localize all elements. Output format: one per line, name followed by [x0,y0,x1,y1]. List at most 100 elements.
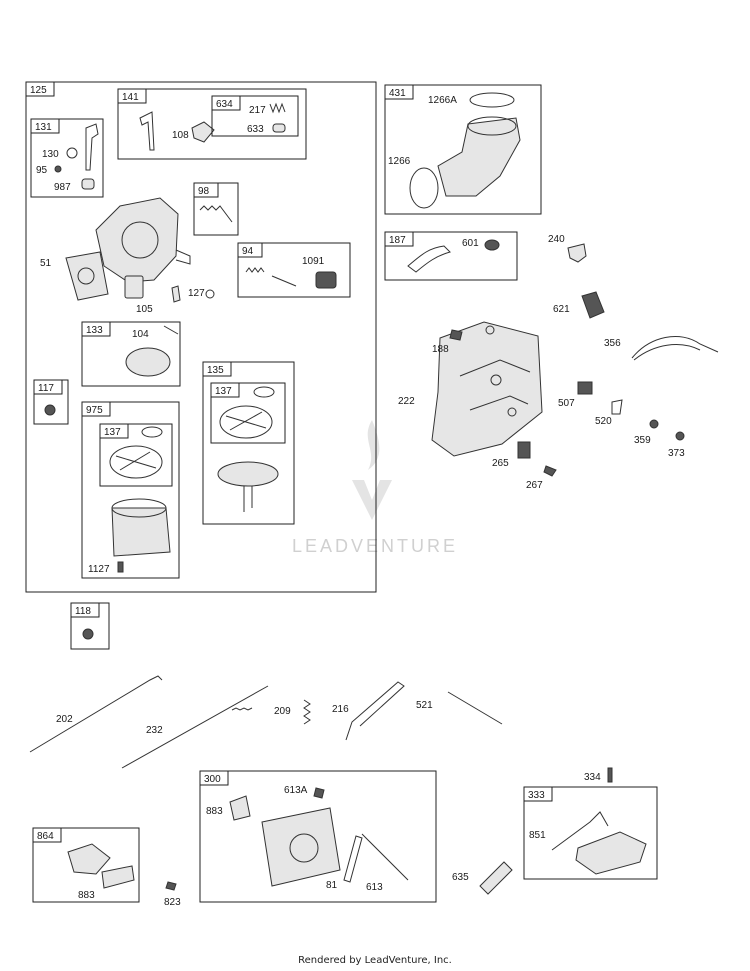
group-131[interactable]: 131 130 95 987 [30,118,104,198]
part-240[interactable] [567,243,587,263]
hose-187[interactable] [407,245,451,273]
group-634[interactable]: 634 217 633 [211,95,299,137]
gasket-108-part[interactable] [191,121,215,143]
screw-1127[interactable] [117,561,124,573]
label-851: 851 [529,830,546,841]
label-232: 232 [146,725,163,736]
part-105[interactable] [171,285,181,303]
group-117[interactable]: 117 [33,379,69,425]
wire-851[interactable] [551,811,609,851]
part-621[interactable] [581,291,605,319]
label-633: 633 [247,124,264,135]
label-240: 240 [548,234,565,245]
rod-232[interactable] [121,685,269,769]
clamp-601[interactable] [484,239,500,251]
group-125[interactable]: 125 [25,81,377,593]
plate-135[interactable] [217,461,279,487]
group-94[interactable]: 94 1091 [237,242,351,298]
bolt-334[interactable] [607,767,613,783]
needle-valve-part[interactable] [85,123,99,171]
part-520[interactable] [611,399,623,415]
spring-217-part[interactable] [269,102,286,114]
muffler-body[interactable] [261,807,341,887]
group-975[interactable]: 975 137 1127 [81,401,180,579]
group-431[interactable]: 431 1266A 1266 [384,84,542,215]
ignition-module[interactable] [575,831,647,875]
o-ring-1266A[interactable] [469,92,515,108]
spring-part[interactable] [245,267,265,273]
bowl-975[interactable] [111,507,171,557]
group-98[interactable]: 98 [193,182,239,236]
part-127[interactable] [205,289,215,299]
manifold-864[interactable] [67,843,111,875]
label-222: 222 [398,396,415,407]
part-635[interactable] [479,861,513,895]
carburetor-assembly[interactable]: 51 105 127 [40,197,215,315]
label-104: 104 [132,329,149,340]
spring-209[interactable] [303,699,311,725]
bolt-188[interactable] [449,329,463,341]
solenoid-1091[interactable] [315,271,337,289]
wire-356[interactable] [631,336,719,359]
part-987[interactable] [81,178,95,190]
group-187[interactable]: 187 601 [384,231,518,281]
part-118[interactable] [82,628,94,640]
rod-521[interactable] [447,691,503,725]
label-359: 359 [634,435,651,446]
choke-lever-part[interactable] [139,111,155,151]
label-217: 217 [249,105,266,116]
bracket-81[interactable] [343,835,363,883]
group-187-tag: 187 [389,235,406,246]
float-133[interactable] [125,347,171,377]
switch-507[interactable] [577,381,593,395]
diaphragm-137b[interactable] [219,405,273,439]
gasket-883a[interactable] [229,795,251,821]
needle-part[interactable] [271,275,297,287]
part-95[interactable] [54,165,62,173]
pin-104[interactable] [163,325,179,335]
group-141[interactable]: 141 108 [117,88,307,160]
part-130[interactable] [66,147,78,159]
nut-359[interactable] [649,419,659,429]
label-507: 507 [558,398,575,409]
gasket-883b[interactable] [101,865,135,889]
label-356: 356 [604,338,621,349]
group-333[interactable]: 333 851 [523,786,658,880]
label-823: 823 [164,897,181,908]
label-1266: 1266 [388,156,411,167]
rod-202[interactable] [29,675,163,753]
idle-screw-part[interactable] [199,205,233,223]
group-864[interactable]: 864 883 [32,827,140,903]
part-265[interactable] [517,441,531,459]
label-1266A: 1266A [428,95,457,106]
group-141-tag: 141 [122,92,139,103]
part-633[interactable] [272,123,286,133]
label-1091: 1091 [302,256,325,267]
link-216[interactable] [345,681,405,741]
carburetor-body[interactable] [95,197,179,283]
bolt-613A[interactable] [313,787,325,799]
group-118[interactable]: 118 [70,602,110,650]
group-300[interactable]: 300 613A 883 81 613 [199,770,437,903]
group-135[interactable]: 135 137 [202,361,295,525]
bolt-267[interactable] [543,465,557,477]
nut-373[interactable] [675,431,685,441]
part-117[interactable] [44,404,56,416]
label-601: 601 [462,238,479,249]
label-883b: 883 [78,890,95,901]
intake-manifold[interactable] [437,117,521,197]
label-51: 51 [40,258,52,269]
label-520: 520 [595,416,612,427]
control-bracket-222[interactable] [431,321,543,457]
bolt-613[interactable] [361,833,409,881]
group-133[interactable]: 133 104 [81,321,181,387]
label-202: 202 [56,714,73,725]
gasket-1266[interactable] [409,167,439,209]
gasket-51[interactable] [65,251,109,301]
group-137a-tag: 137 [104,427,121,438]
diaphragm-137a[interactable] [109,445,163,479]
label-613A: 613A [284,785,308,796]
label-127: 127 [188,288,205,299]
bolt-823[interactable] [165,881,177,891]
